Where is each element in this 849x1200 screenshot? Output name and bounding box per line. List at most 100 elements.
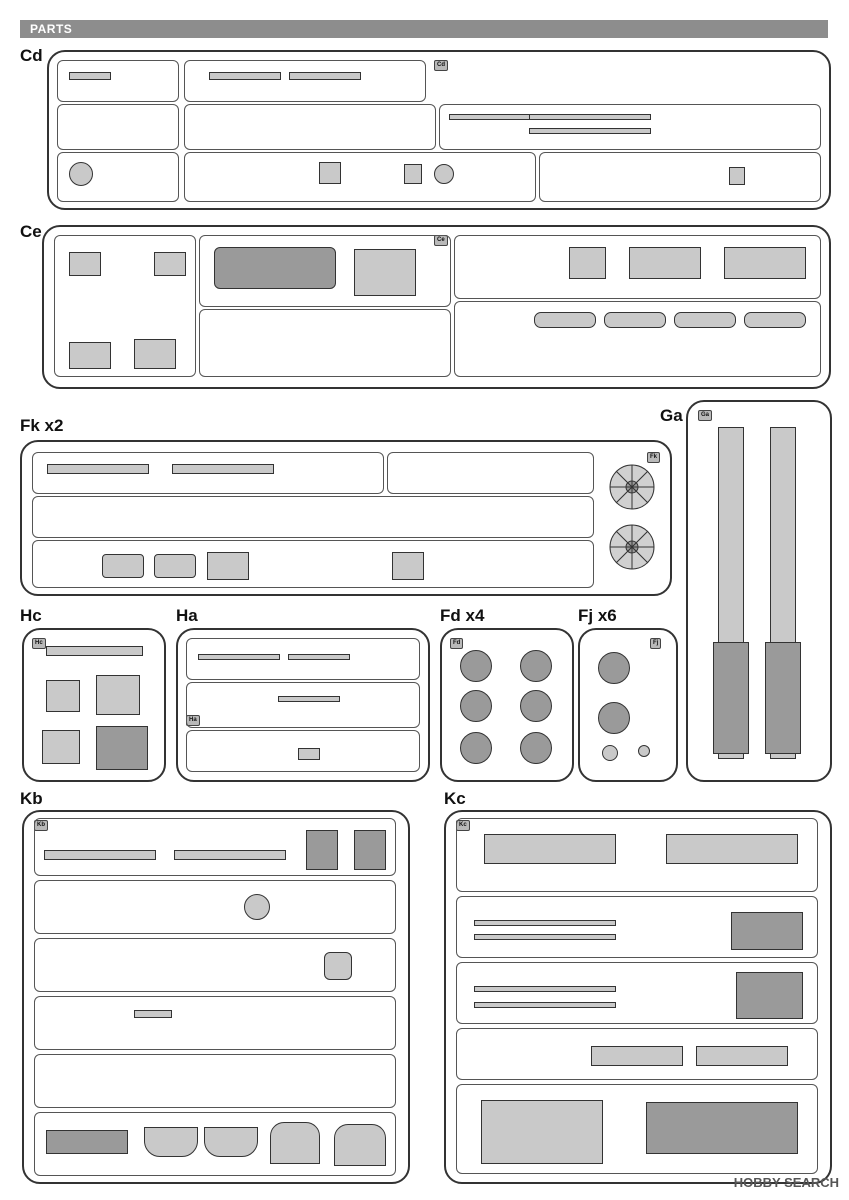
sprue-ce-frame: Ce <box>42 225 831 389</box>
sprue-kb-frame: Kb <box>22 810 410 1184</box>
sprue-part <box>334 1124 386 1166</box>
sprue-cd-tag: Cd <box>434 60 448 71</box>
sprue-part <box>204 1127 258 1157</box>
sprue-part <box>134 339 176 369</box>
wheel-part <box>609 464 655 510</box>
sprue-cd-label: Cd <box>20 46 43 65</box>
sprue-runner <box>57 60 179 102</box>
sprue-ce-label: Ce <box>20 222 42 241</box>
road-wheel <box>598 652 630 684</box>
sprue-part <box>134 1010 172 1018</box>
road-wheel <box>598 702 630 734</box>
sprue-part <box>474 934 616 940</box>
sprue-part <box>69 72 111 80</box>
sprue-ha-label: Ha <box>176 606 198 625</box>
sprue-part <box>96 726 148 770</box>
sprue-part <box>144 1127 198 1157</box>
sprue-part <box>449 114 531 120</box>
sprue-runner <box>34 1054 396 1108</box>
wheel-part <box>609 524 655 570</box>
sprue-part <box>696 1046 788 1066</box>
sprue-part <box>69 252 101 276</box>
sprue-part <box>102 554 144 578</box>
sprue-part <box>602 745 618 761</box>
sprue-fj-label: Fj x6 <box>578 606 617 625</box>
sprue-runner <box>184 60 426 102</box>
sprue-part <box>209 72 281 80</box>
sprue-runner <box>34 938 396 992</box>
sprue-part <box>324 952 352 980</box>
sprue-part <box>354 830 386 870</box>
sprue-part <box>474 920 616 926</box>
sprue-part <box>289 72 361 80</box>
sprue-part <box>69 342 111 369</box>
sprue-part <box>744 312 806 328</box>
sprue-part <box>306 830 338 870</box>
sprue-part <box>731 912 803 950</box>
sprue-part <box>46 680 80 712</box>
sprue-part <box>713 642 749 754</box>
sprue-part <box>214 247 336 289</box>
sprue-ga-frame: Ga <box>686 400 832 782</box>
sprue-part <box>96 675 140 715</box>
sprue-ga-label: Ga <box>660 406 683 425</box>
sprue-part <box>629 247 701 279</box>
sprue-part <box>207 552 249 580</box>
sprue-part <box>46 1130 128 1154</box>
sprue-part <box>44 850 156 860</box>
sprue-runner <box>57 104 179 150</box>
sprue-part <box>319 162 341 184</box>
sprue-part <box>674 312 736 328</box>
sprue-fk-tag: Fk <box>647 452 661 463</box>
sprue-runner <box>184 152 536 202</box>
sprue-ga-tag: Ga <box>698 410 713 421</box>
sprue-runner <box>186 638 420 680</box>
sprue-part <box>69 162 93 186</box>
sprue-runner <box>32 452 384 494</box>
sprue-runner <box>387 452 594 494</box>
sprue-runner <box>34 880 396 934</box>
sprue-fk-frame: Fk <box>20 440 672 596</box>
hobby-search-watermark: HOBBY SEARCH <box>733 1175 839 1190</box>
sprue-part <box>46 646 143 656</box>
sprue-runner <box>186 730 420 772</box>
parts-header-title: PARTS <box>30 22 73 36</box>
sprue-part <box>47 464 149 474</box>
sprue-runner <box>454 235 821 299</box>
sprue-runner <box>456 818 818 892</box>
sprue-runner <box>34 996 396 1050</box>
parts-header-bar: PARTS <box>20 20 828 38</box>
sprue-kc-frame: Kc <box>444 810 832 1184</box>
sprue-hc-tag: Hc <box>32 638 46 649</box>
sprue-runner <box>186 682 420 728</box>
sprue-part <box>298 748 320 760</box>
sprue-runner <box>456 1028 818 1080</box>
sprue-fj-tag: Fj <box>650 638 662 649</box>
sprue-fd-label: Fd x4 <box>440 606 485 625</box>
sprue-part <box>638 745 650 757</box>
sprue-runner <box>34 818 396 876</box>
sprue-part <box>42 730 80 764</box>
sprue-part <box>569 247 606 279</box>
sprue-fk-label: Fk x2 <box>20 416 64 435</box>
sprue-part <box>729 167 745 185</box>
sprue-kc-label: Kc <box>444 789 466 808</box>
sprue-ha-frame: Ha <box>176 628 430 782</box>
sprue-runner <box>32 496 594 538</box>
sprue-runner <box>456 896 818 958</box>
sprue-part <box>270 1122 320 1164</box>
sprue-part <box>434 164 454 184</box>
sprue-runner <box>439 104 821 150</box>
sprue-part <box>198 654 280 660</box>
sprue-runner <box>57 152 179 202</box>
road-wheel <box>460 732 492 764</box>
sprue-runner <box>456 1084 818 1174</box>
road-wheel <box>520 732 552 764</box>
sprue-runner <box>456 962 818 1024</box>
road-wheel <box>460 650 492 682</box>
sprue-part <box>392 552 424 580</box>
sprue-runner <box>34 1112 396 1176</box>
sprue-part <box>172 464 274 474</box>
sprue-part <box>288 654 350 660</box>
sprue-part <box>736 972 803 1019</box>
